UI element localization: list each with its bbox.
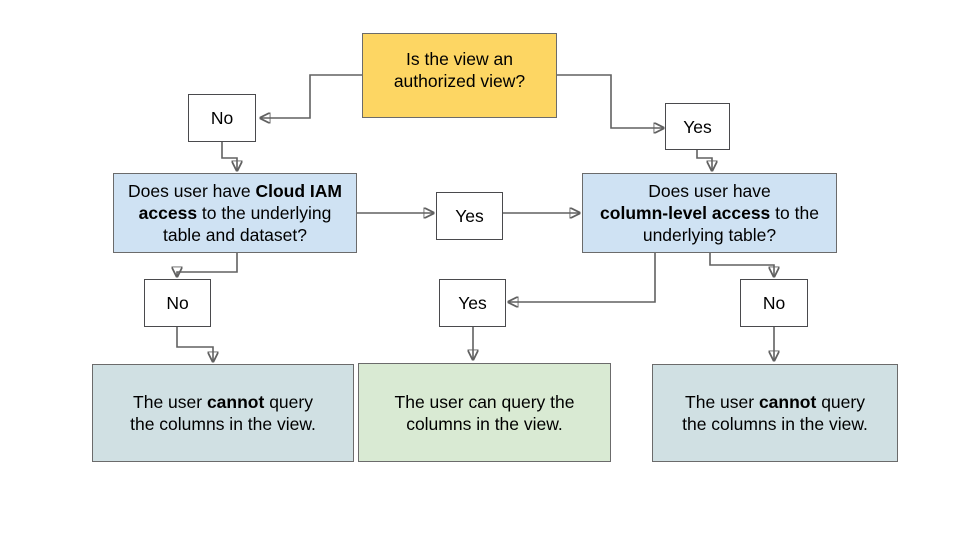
node-no-right: No [740, 279, 808, 327]
connector-column-to-no-right [709, 253, 774, 276]
node-yes-bottom: Yes [439, 279, 506, 327]
node-label: No [166, 293, 189, 313]
node-text: authorized view? [393, 70, 526, 91]
node-root-question: Is the view an authorized view? [362, 33, 557, 118]
node-no-left: No [144, 279, 211, 327]
connector-yes-to-column [696, 150, 712, 170]
node-text: The user can query the [394, 391, 575, 412]
node-text: table and dataset? [162, 225, 307, 245]
node-label: Yes [683, 116, 712, 137]
connector-no-to-iam [221, 142, 237, 170]
node-no-top: No [188, 94, 256, 142]
node-text: the columns in the view. [682, 414, 868, 434]
node-label: Yes [458, 293, 487, 313]
connector-iam-to-no-left [177, 253, 238, 276]
node-yes-top: Yes [665, 103, 730, 150]
node-column-level-question: Does user have column-level access to th… [582, 173, 837, 253]
connector-no-left-to-result-left [176, 327, 213, 361]
connector-root-to-no [261, 74, 362, 118]
node-text: The user cannot query [685, 392, 865, 412]
node-result-cannot-right: The user cannot query the columns in the… [652, 364, 898, 462]
connector-column-to-yes-bottom [509, 253, 656, 302]
node-label: No [210, 108, 234, 128]
node-text: column-level access to the [600, 203, 819, 223]
node-text: Does user have [648, 181, 771, 201]
node-text: access to the underlying [138, 203, 332, 223]
node-text: Is the view an [406, 48, 513, 69]
node-text: columns in the view. [406, 413, 563, 434]
node-result-cannot-left: The user cannot query the columns in the… [92, 364, 354, 462]
node-result-can-query: The user can query the columns in the vi… [358, 363, 611, 462]
node-yes-mid: Yes [436, 192, 503, 240]
node-label: Yes [455, 206, 484, 226]
node-text: The user cannot query [133, 392, 313, 412]
node-cloud-iam-question: Does user have Cloud IAM access to the u… [113, 173, 357, 253]
node-label: No [762, 293, 786, 313]
node-text: underlying table? [642, 225, 777, 245]
node-text: the columns in the view. [130, 414, 316, 434]
node-text: Does user have Cloud IAM [128, 181, 342, 201]
connector-root-to-yes [557, 74, 663, 128]
